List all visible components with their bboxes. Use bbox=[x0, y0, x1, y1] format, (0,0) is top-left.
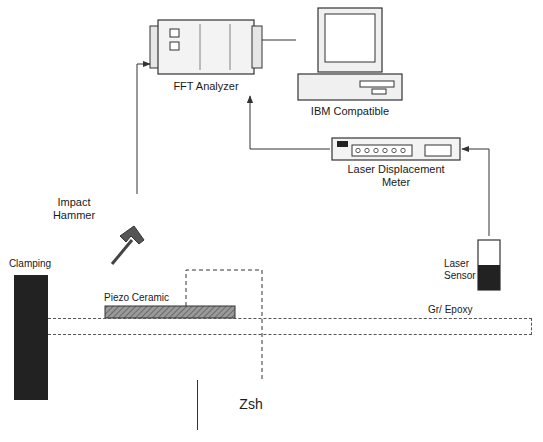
clamping: Clamping bbox=[6, 258, 54, 402]
display-dot bbox=[383, 148, 387, 152]
zsh-box: Zsh bbox=[197, 380, 305, 430]
connector bbox=[186, 270, 262, 380]
fft-analyzer-icon bbox=[150, 20, 262, 74]
node-label: Gr/ Epoxy bbox=[428, 304, 508, 316]
computer-icon bbox=[298, 8, 402, 100]
node-label: Laser Displacement Meter bbox=[341, 163, 451, 188]
displacement-meter-icon bbox=[332, 138, 460, 160]
connector bbox=[262, 40, 296, 41]
impact-hammer: Impact Hammer bbox=[48, 194, 144, 268]
connector bbox=[250, 96, 330, 149]
node-label: FFT Analyzer bbox=[150, 80, 262, 93]
laser-sensor: Laser Sensor bbox=[444, 236, 504, 294]
piezo-ceramic-patch bbox=[105, 306, 235, 318]
computer: IBM Compatible bbox=[296, 5, 404, 120]
connector bbox=[462, 149, 489, 236]
laser-sensor-icon bbox=[478, 240, 500, 290]
beam: Gr/ Epoxy bbox=[48, 318, 532, 335]
display-dot bbox=[401, 148, 405, 152]
display-dot bbox=[365, 148, 369, 152]
display-dot bbox=[356, 148, 360, 152]
connector bbox=[137, 64, 150, 194]
piezo-ceramic: Piezo Ceramic bbox=[100, 292, 238, 320]
node-label: Piezo Ceramic bbox=[104, 292, 184, 304]
node-label: Clamping bbox=[6, 258, 54, 270]
display-dot bbox=[392, 148, 396, 152]
node-label: IBM Compatible bbox=[296, 105, 404, 118]
displacement-meter: Laser Displacement Meter bbox=[330, 135, 462, 195]
clamp-block bbox=[14, 275, 48, 400]
display-dot bbox=[374, 148, 378, 152]
impact-hammer-icon bbox=[112, 226, 144, 264]
node-label: Impact Hammer bbox=[48, 196, 100, 221]
node-label: Laser Sensor bbox=[444, 258, 478, 281]
node-label: Zsh bbox=[198, 396, 304, 412]
fft-analyzer: FFT Analyzer bbox=[150, 18, 262, 96]
